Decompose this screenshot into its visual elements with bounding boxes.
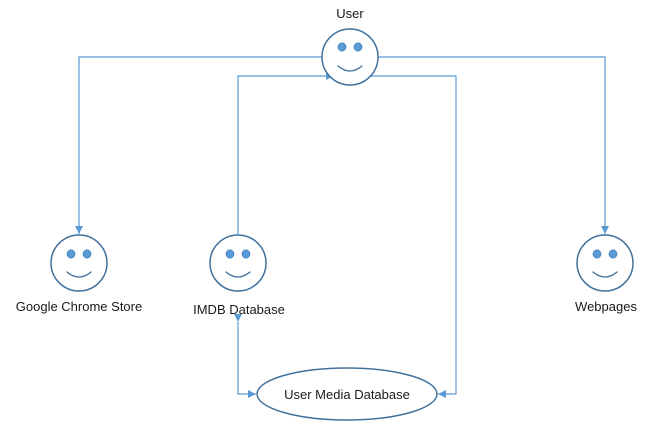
actor-google-chrome-store: Google Chrome Store bbox=[16, 234, 142, 314]
edge-imdb-mediadb bbox=[234, 314, 256, 398]
smiley-face-icon bbox=[321, 28, 379, 86]
edge-user-chrome bbox=[75, 56, 322, 234]
actor-user-label: User bbox=[336, 6, 364, 21]
smiley-face-icon bbox=[209, 234, 267, 292]
smiley-face-icon bbox=[50, 234, 108, 292]
edge-user-mediadb bbox=[369, 75, 457, 398]
smiley-face-icon bbox=[576, 234, 634, 292]
actor-imdb-label: IMDB Database bbox=[193, 302, 285, 317]
usecase-user-media-database: User Media Database bbox=[256, 367, 438, 421]
actor-chrome-label: Google Chrome Store bbox=[16, 299, 142, 314]
connectors bbox=[75, 56, 609, 398]
actor-user: User bbox=[321, 6, 379, 86]
usecase-label: User Media Database bbox=[284, 387, 410, 402]
actor-webpages: Webpages bbox=[575, 234, 637, 314]
actor-imdb-database: IMDB Database bbox=[193, 234, 285, 317]
edge-user-webpages bbox=[377, 56, 609, 234]
actor-webpages-label: Webpages bbox=[575, 299, 637, 314]
edge-user-imdb bbox=[234, 72, 334, 242]
